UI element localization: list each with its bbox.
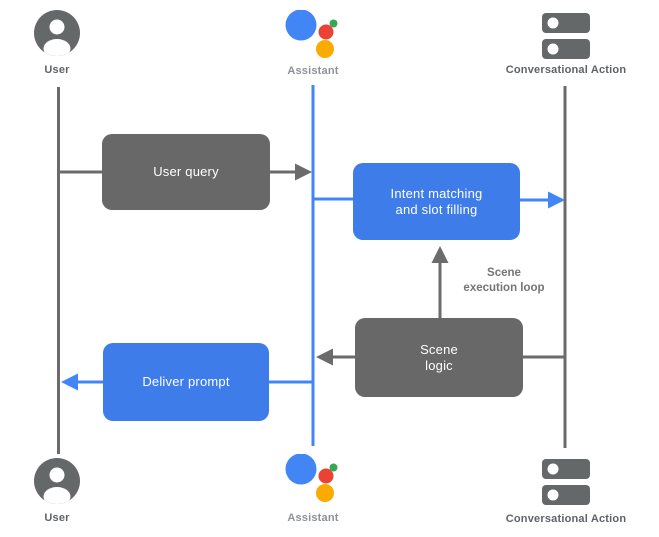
user-query-box: User query [102, 134, 270, 210]
user-label: User [44, 512, 70, 524]
user-actor-top: User [25, 10, 89, 76]
google-assistant-icon [285, 454, 338, 502]
scene-logic-box-line2: logic [425, 357, 453, 373]
scene-logic-box-line1: Scene [420, 341, 458, 357]
server-stack-icon [542, 459, 590, 505]
scene-to-assistant-arrowhead [316, 348, 333, 366]
server-stack-icon [542, 13, 590, 59]
intent-matching-box-line1: Intent matching [390, 185, 483, 201]
scene-loop-arrowhead [431, 246, 449, 263]
google-assistant-icon [285, 10, 338, 58]
scene-execution-loop-line1: Scene [487, 267, 521, 279]
intent-to-action-arrowhead [548, 191, 565, 209]
deliver-prompt-box: Deliver prompt [103, 343, 269, 421]
deliver-prompt-box-label: Deliver prompt [142, 374, 230, 389]
user-label: User [44, 64, 70, 76]
user-query-arrowhead [295, 163, 312, 181]
assistant-label: Assistant [287, 65, 339, 77]
scene-execution-loop-line2: execution loop [463, 282, 545, 294]
scene-execution-loop-annotation: Scene execution loop [452, 266, 556, 296]
assistant-actor-top: Assistant [270, 10, 356, 77]
user-avatar-icon [34, 10, 80, 56]
assistant-actor-bottom: Assistant [270, 454, 356, 524]
user-query-box-label: User query [153, 164, 219, 179]
intent-matching-box-line2: and slot filling [395, 201, 478, 217]
conversational-action-actor-bottom: Conversational Action [496, 456, 636, 525]
scene-logic-box: Scene logic [355, 318, 523, 397]
deliver-prompt-arrowhead [61, 373, 78, 391]
conversational-action-label: Conversational Action [505, 64, 627, 76]
assistant-label: Assistant [287, 512, 339, 524]
intent-matching-box: Intent matching and slot filling [353, 163, 520, 240]
conversational-action-label: Conversational Action [505, 513, 627, 525]
conversational-action-actor-top: Conversational Action [496, 10, 636, 76]
user-avatar-icon [34, 458, 80, 504]
user-actor-bottom: User [25, 458, 89, 524]
